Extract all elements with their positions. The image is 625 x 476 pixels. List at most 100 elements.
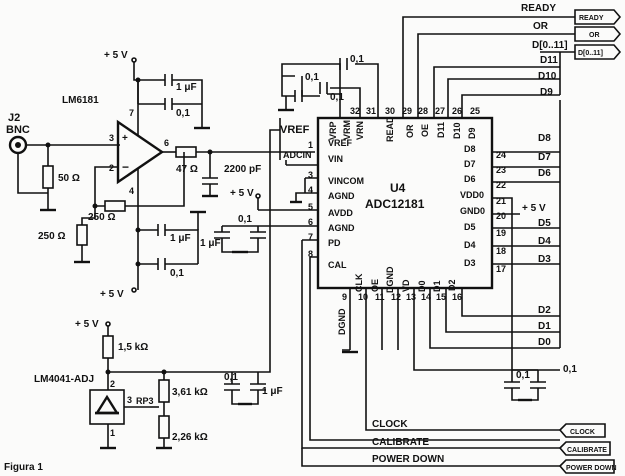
cap-avdd (214, 231, 266, 239)
flag-power-down: POWER DOWN (558, 459, 617, 474)
svg-text:0,1: 0,1 (224, 372, 238, 383)
svg-text:VRN: VRN (355, 121, 365, 140)
svg-text:OR: OR (405, 124, 415, 138)
svg-text:+ 5 V: + 5 V (230, 188, 254, 199)
svg-text:17: 17 (496, 264, 506, 274)
svg-text:D[0..11]: D[0..11] (578, 50, 603, 57)
svg-text:OE: OE (420, 124, 430, 137)
svg-text:32: 32 (350, 106, 360, 116)
adc12181-chip (316, 116, 494, 290)
svg-text:16: 16 (452, 292, 462, 302)
svg-text:15: 15 (436, 292, 446, 302)
svg-text:11: 11 (375, 292, 385, 302)
svg-text:3: 3 (109, 133, 114, 143)
svg-text:VIN: VIN (328, 154, 343, 164)
svg-text:D4: D4 (464, 240, 476, 250)
svg-text:1,5 kΩ: 1,5 kΩ (118, 342, 148, 353)
svg-text:19: 19 (496, 228, 506, 238)
svg-text:D1: D1 (538, 321, 551, 332)
svg-text:8: 8 (308, 249, 313, 259)
svg-text:22: 22 (496, 180, 506, 190)
svg-text:D5: D5 (464, 222, 476, 232)
svg-text:23: 23 (496, 165, 506, 175)
svg-text:VRM: VRM (342, 120, 352, 140)
flag-clock: CLOCK (558, 423, 606, 438)
svg-text:D6: D6 (538, 168, 551, 179)
svg-text:3: 3 (308, 170, 313, 180)
flag-calibrate: CALIBRATE (558, 441, 611, 456)
svg-text:250 Ω: 250 Ω (38, 231, 65, 242)
svg-text:POWER DOWN: POWER DOWN (566, 465, 617, 472)
svg-text:PD: PD (328, 238, 341, 248)
svg-text:21: 21 (496, 196, 506, 206)
cap-2200pf (202, 152, 218, 196)
svg-text:6: 6 (308, 217, 313, 227)
svg-text:1: 1 (110, 428, 115, 438)
svg-text:READ: READ (385, 116, 395, 142)
svg-text:DGND: DGND (337, 308, 347, 335)
svg-text:0,1: 0,1 (350, 54, 364, 65)
ref-name: LM4041-ADJ (34, 374, 94, 385)
svg-text:31: 31 (366, 106, 376, 116)
or-wire (417, 33, 575, 118)
or-label: OR (533, 21, 549, 32)
adc-part: ADC12181 (365, 197, 425, 211)
flag-ready: READY (574, 9, 622, 25)
svg-text:14: 14 (421, 292, 431, 302)
clock-label: CLOCK (372, 419, 408, 430)
resistor-250-ground (76, 224, 88, 246)
svg-text:D8: D8 (538, 133, 551, 144)
powerdown-wire (301, 239, 560, 449)
svg-text:3: 3 (127, 395, 132, 405)
svg-text:0,1: 0,1 (516, 370, 530, 381)
svg-text:D3: D3 (538, 254, 551, 265)
svg-text:CAL: CAL (328, 260, 347, 270)
svg-text:D2: D2 (538, 305, 551, 316)
svg-text:D7: D7 (464, 159, 476, 169)
svg-text:1 μF: 1 μF (200, 238, 221, 249)
svg-text:1 μF: 1 μF (176, 82, 197, 93)
cap-vref-group (294, 58, 348, 102)
resistor-1k5 (102, 335, 114, 359)
svg-text:D10: D10 (538, 71, 557, 82)
bus-label: D[0..11] (532, 40, 568, 51)
svg-text:1 μF: 1 μF (262, 386, 283, 397)
powerdown-label: POWER DOWN (372, 454, 444, 465)
svg-text:3,61 kΩ: 3,61 kΩ (172, 387, 208, 398)
svg-text:CLOCK: CLOCK (570, 429, 595, 436)
opamp-supply-neg: + 5 V (100, 289, 124, 300)
svg-text:−: − (122, 160, 129, 174)
svg-text:1: 1 (308, 140, 313, 150)
svg-text:D11: D11 (540, 55, 558, 66)
adc-top-pins: VRP VRM VRN READ OR OE D11 D10 D9 32 31 … (328, 106, 480, 142)
resistor-3k61 (158, 379, 170, 403)
bnc-shield-wire (17, 153, 48, 194)
opamp-supply-pos: + 5 V (104, 50, 128, 61)
svg-text:AGND: AGND (328, 191, 355, 201)
svg-text:6: 6 (164, 138, 169, 148)
svg-text:D9: D9 (540, 87, 553, 98)
svg-text:D4: D4 (538, 236, 551, 247)
resistor-50 (42, 165, 54, 189)
adc-bottom-pins: 9 10 11 12 13 14 15 16 DGND CLK OE DGND … (337, 266, 462, 335)
svg-text:0,1: 0,1 (170, 268, 184, 279)
cap-1uf-top (164, 74, 173, 86)
svg-text:D5: D5 (538, 218, 551, 229)
svg-text:DGND: DGND (385, 266, 395, 293)
connector-type: BNC (6, 124, 30, 136)
svg-text:D7: D7 (538, 152, 551, 163)
svg-text:0,1: 0,1 (305, 72, 319, 83)
calibrate-wire (309, 256, 560, 441)
svg-text:VINCOM: VINCOM (328, 176, 364, 186)
svg-text:OR: OR (589, 32, 600, 39)
svg-text:RP3: RP3 (136, 396, 154, 406)
svg-text:7: 7 (308, 232, 313, 242)
svg-text:VREF: VREF (328, 138, 353, 148)
opamp-lm6181 (116, 119, 165, 185)
ref-supply: + 5 V (75, 319, 99, 330)
svg-text:25: 25 (470, 106, 480, 116)
svg-text:0,1: 0,1 (238, 214, 252, 225)
svg-text:D6: D6 (464, 174, 476, 184)
svg-text:D0: D0 (538, 337, 551, 348)
